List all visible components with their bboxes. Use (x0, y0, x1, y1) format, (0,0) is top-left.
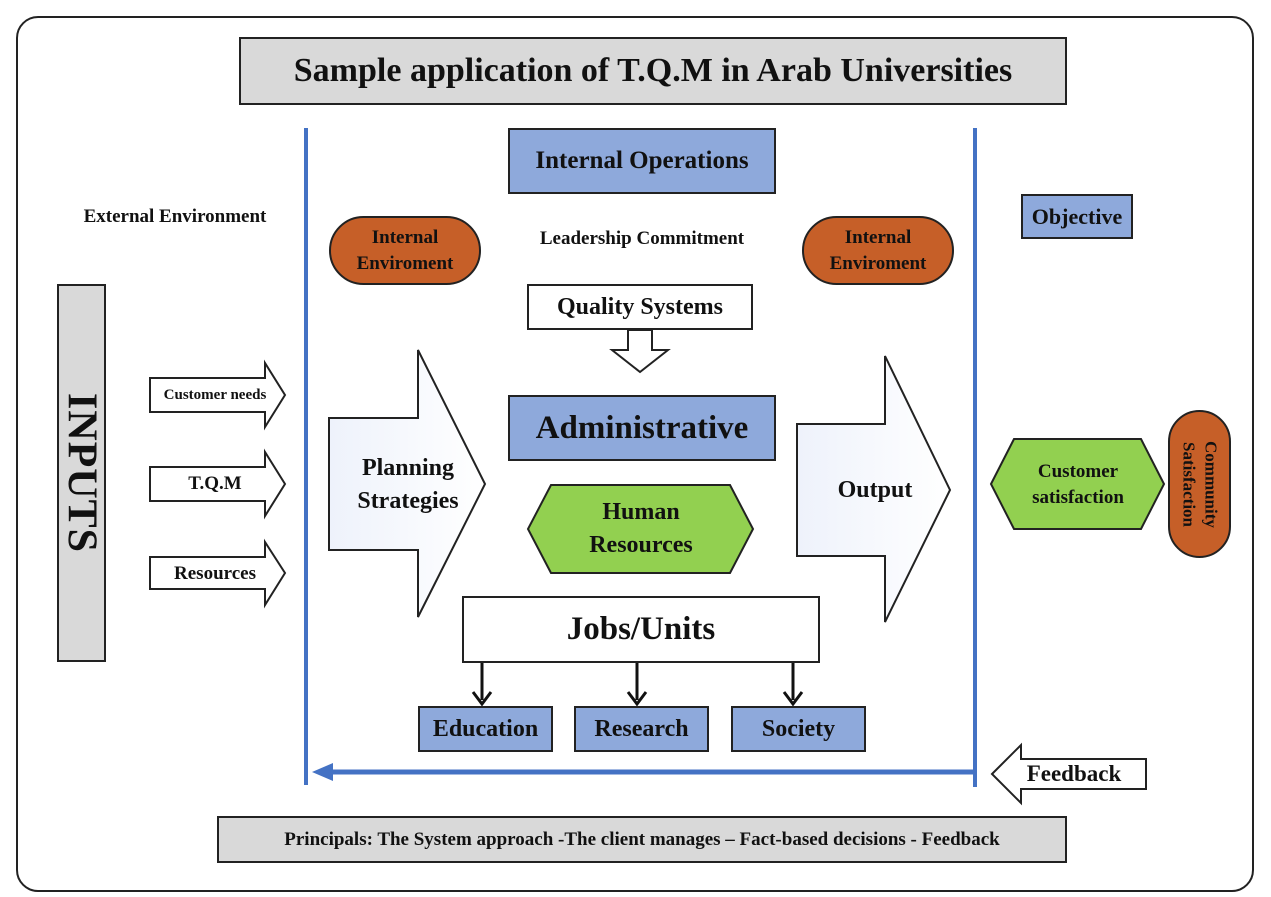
principles-bar: Principals: The System approach -The cli… (217, 816, 1067, 863)
human-resources-hexagon (526, 484, 755, 574)
output-arrow (796, 355, 952, 623)
feedback-label: Feedback (1026, 761, 1122, 786)
human-resources-label: Human Resources (589, 499, 693, 558)
leadership-commitment-label: Leadership Commitment (539, 228, 745, 249)
customer-satisfaction-label: Customer satisfaction (1032, 461, 1124, 508)
input-resources-label: Resources (174, 563, 256, 584)
customer-satisfaction-hexagon (989, 438, 1166, 530)
unit-education-box: Education (418, 706, 553, 752)
planning-strategies-label: Planning Strategies (357, 455, 459, 514)
internal-environment-left-pill: Internal Enviroment (329, 216, 481, 285)
unit-research-box: Research (574, 706, 709, 752)
unit-society-box: Society (731, 706, 866, 752)
feedback-arrow (990, 742, 1147, 806)
resources-arrow (149, 538, 287, 609)
tqm-arrow (149, 448, 287, 520)
internal-operations-box: Internal Operations (508, 128, 776, 194)
input-tqm-label: T.Q.M (188, 473, 242, 494)
administrative-box: Administrative (508, 395, 776, 461)
inputs-box: INPUTS (57, 284, 106, 662)
diagram-frame (16, 16, 1254, 892)
community-satisfaction-pill: Community Satisfaction (1168, 410, 1231, 558)
unit-connectors (471, 663, 804, 707)
community-satisfaction-label: Community Satisfaction (1179, 440, 1221, 528)
customer-needs-arrow (149, 359, 287, 431)
feedback-loop-arrowhead (312, 763, 333, 781)
input-customer-needs-label: Customer needs (163, 386, 267, 403)
jobs-units-box: Jobs/Units (462, 596, 820, 663)
quality-systems-box: Quality Systems (527, 284, 753, 330)
objective-box: Objective (1021, 194, 1133, 239)
planning-strategies-arrow (328, 349, 487, 618)
page-title: Sample application of T.Q.M in Arab Univ… (239, 37, 1067, 105)
output-label: Output (837, 476, 913, 503)
quality-down-arrow (609, 329, 671, 374)
inputs-label: INPUTS (58, 392, 105, 554)
external-environment-label: External Environment (83, 206, 267, 227)
internal-environment-right-pill: Internal Enviroment (802, 216, 954, 285)
